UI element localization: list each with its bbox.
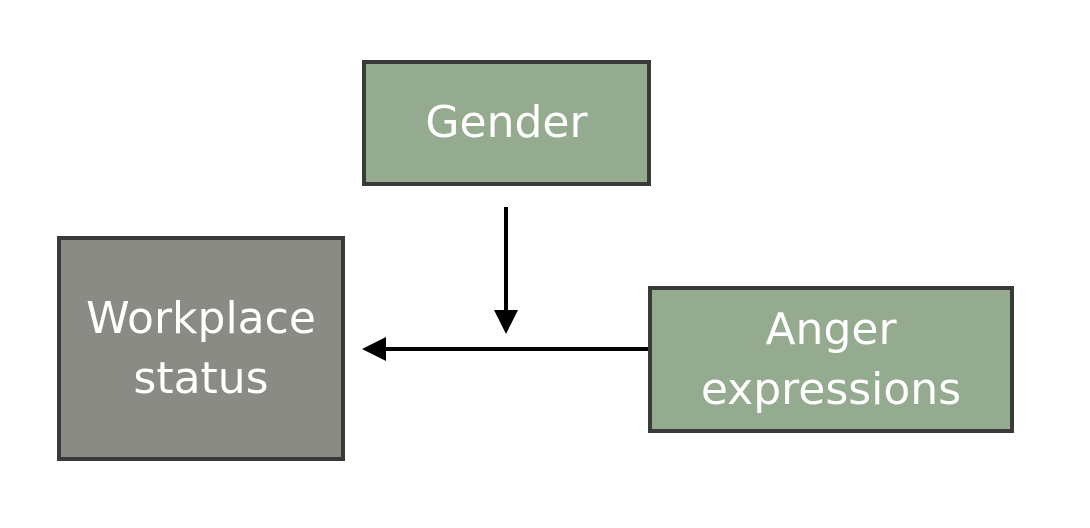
node-gender: Gender (362, 60, 651, 186)
node-workplace-status: Workplace status (57, 236, 345, 461)
node-workplace-status-line-2: status (133, 352, 269, 404)
moderation-arrow (494, 207, 518, 334)
node-gender-line-1: Gender (425, 97, 588, 148)
direct-effect-arrow (362, 337, 648, 361)
node-anger-expressions-line-2: expressions (700, 363, 962, 415)
node-anger-expressions: Anger expressions (648, 286, 1014, 433)
node-anger-expressions-line-1: Anger (765, 303, 897, 355)
node-workplace-status-line-1: Workplace (86, 292, 316, 344)
